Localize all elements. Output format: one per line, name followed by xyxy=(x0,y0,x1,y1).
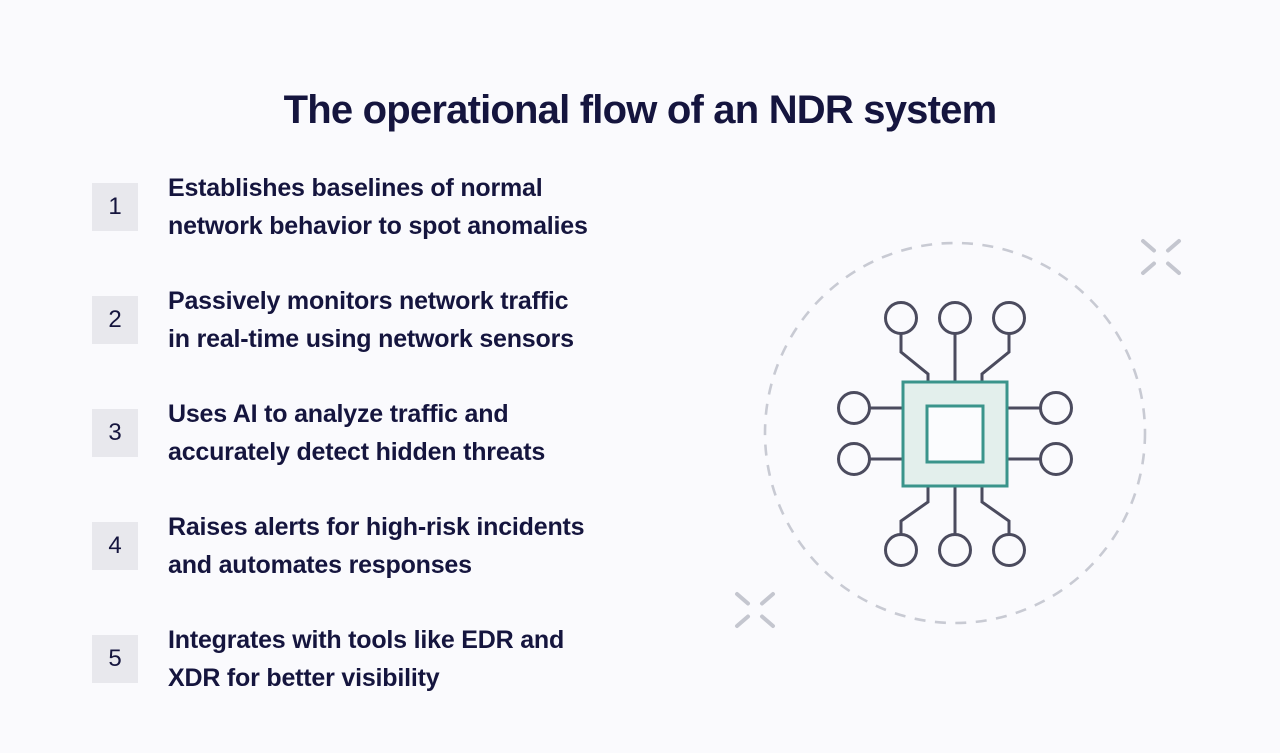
step-number-badge: 1 xyxy=(92,183,138,231)
step-text: Raises alerts for high-risk incidents an… xyxy=(168,513,585,579)
step-text: Passively monitors network traffic in re… xyxy=(168,287,574,353)
step-number-badge: 4 xyxy=(92,522,138,570)
list-item: 1 Establishes baselines of normal networ… xyxy=(92,169,588,245)
steps-list: 1 Establishes baselines of normal networ… xyxy=(92,169,588,697)
step-text: Uses AI to analyze traffic and accuratel… xyxy=(168,400,546,466)
step-text: Integrates with tools like EDR and XDR f… xyxy=(168,626,565,692)
list-item: 3 Uses AI to analyze traffic and accurat… xyxy=(92,395,588,471)
page-title: The operational flow of an NDR system xyxy=(283,87,998,132)
step-text: Establishes baselines of normal network … xyxy=(168,174,588,240)
chip-core xyxy=(925,404,985,464)
dashed-circle xyxy=(763,241,1147,625)
step-number-badge: 2 xyxy=(92,296,138,344)
list-item: 5 Integrates with tools like EDR and XDR… xyxy=(92,621,588,697)
list-item: 2 Passively monitors network traffic in … xyxy=(92,282,588,358)
network-nodes xyxy=(837,301,1073,567)
step-number-badge: 3 xyxy=(92,409,138,457)
sparkle-cross-icon xyxy=(735,592,775,628)
list-item: 4 Raises alerts for high-risk incidents … xyxy=(92,508,588,584)
step-number-badge: 5 xyxy=(92,635,138,683)
chip-pins xyxy=(869,333,1041,535)
sparkle-cross-icon xyxy=(1141,239,1181,275)
ndr-chip-illustration xyxy=(735,239,1181,628)
